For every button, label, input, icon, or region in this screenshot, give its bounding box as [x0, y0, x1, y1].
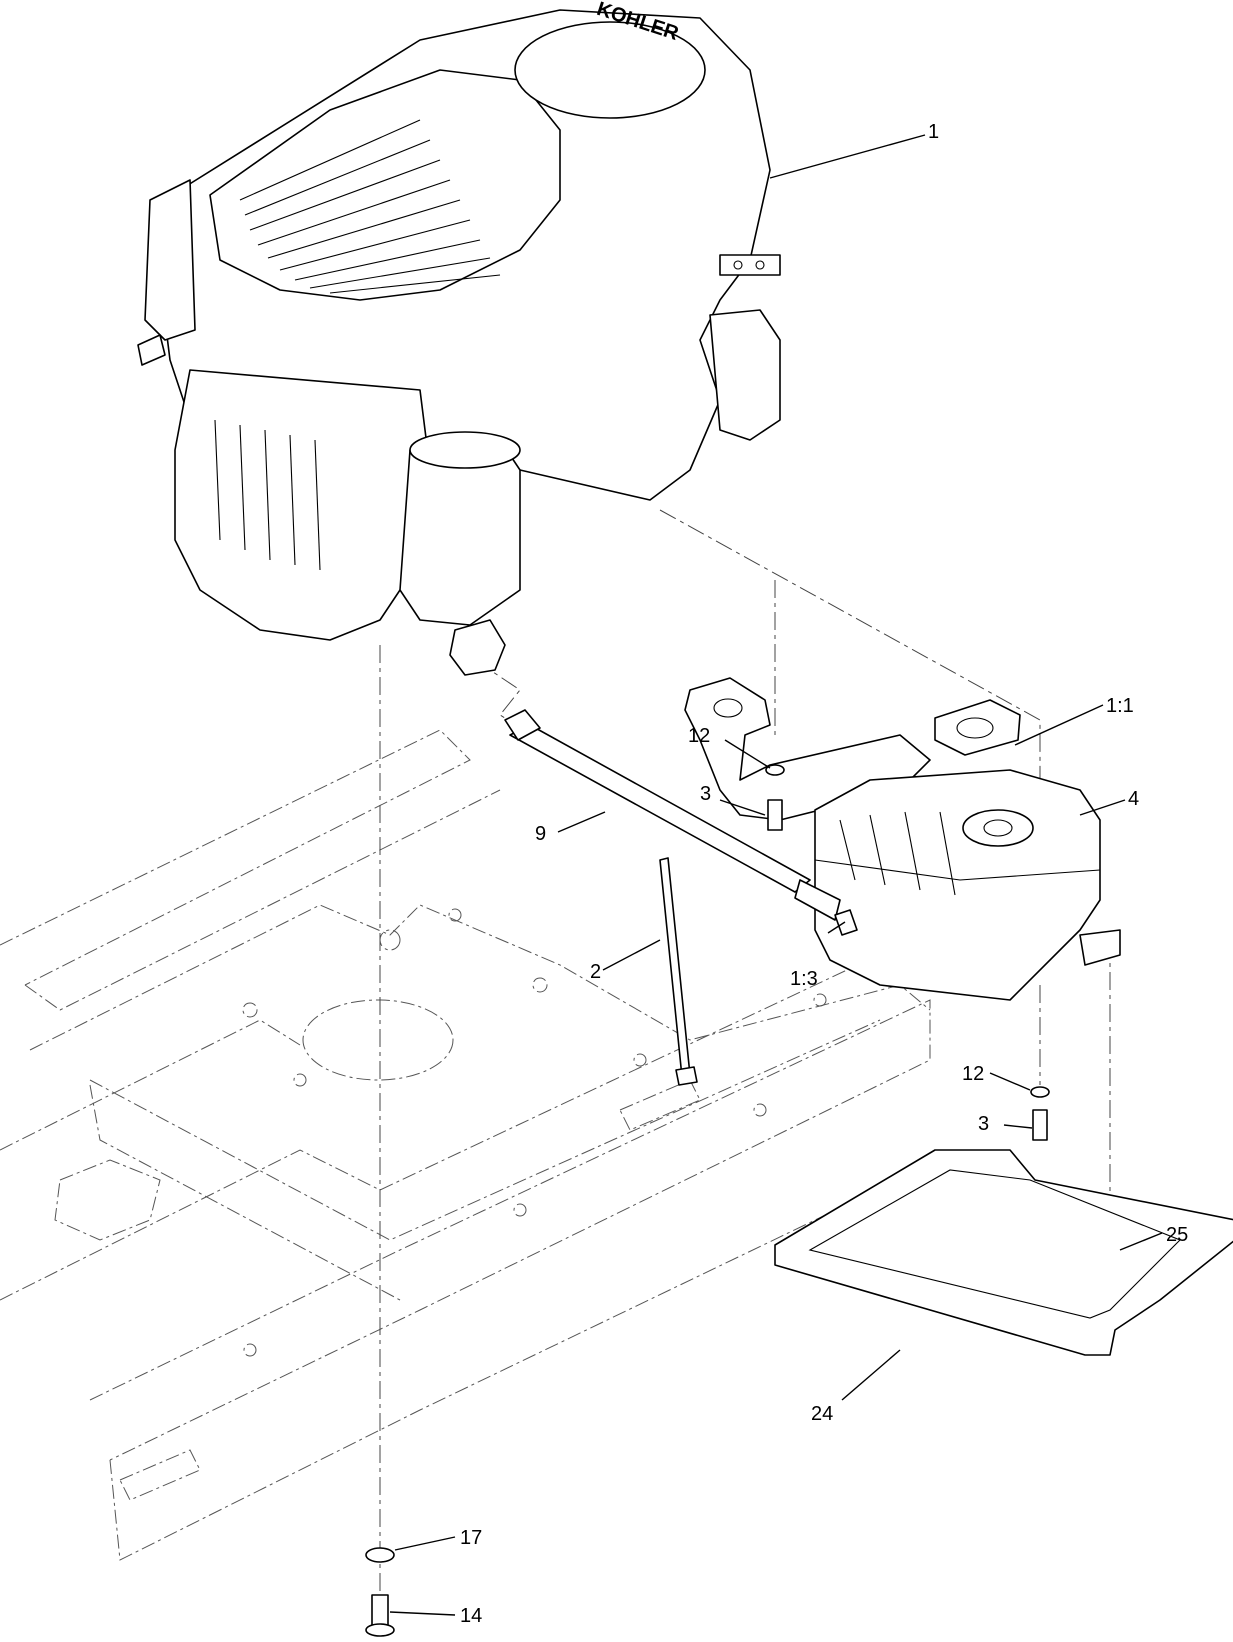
- callout-leaders: [389, 134, 1163, 1616]
- callout-25: 25: [1166, 1224, 1188, 1246]
- assembly-centerlines: [379, 509, 1111, 1620]
- mower-frame-phantom: [0, 729, 941, 1561]
- cylinder-fins: [214, 419, 321, 571]
- callout-17: 17: [460, 1527, 482, 1549]
- callout-4: 4: [1128, 788, 1139, 810]
- cable-tie: [659, 857, 698, 1086]
- callout-24: 24: [811, 1403, 833, 1425]
- callout-labels: 1 1:1 12 3 4 9 2 1:3 12 3 24 25 17 14: [460, 121, 1188, 1627]
- callout-3-upper: 3: [700, 783, 711, 805]
- exhaust-gasket: [934, 699, 1021, 756]
- callout-12-upper: 12: [688, 725, 710, 747]
- callout-3-lower: 3: [978, 1113, 989, 1135]
- heat-shield-plate: [774, 1149, 1233, 1356]
- engine-assembly: KOHLER: [137, 0, 781, 676]
- callout-9: 9: [535, 823, 546, 845]
- muffler: [814, 769, 1121, 1001]
- engine-grille-slots: [239, 119, 501, 294]
- callout-14: 14: [460, 1605, 482, 1627]
- callout-1: 1: [928, 121, 939, 143]
- callout-1-3: 1:3: [790, 968, 818, 990]
- callout-12-lower: 12: [962, 1063, 984, 1085]
- fuel-line: [504, 709, 858, 936]
- callout-1-1: 1:1: [1106, 695, 1134, 717]
- callout-2: 2: [590, 961, 601, 983]
